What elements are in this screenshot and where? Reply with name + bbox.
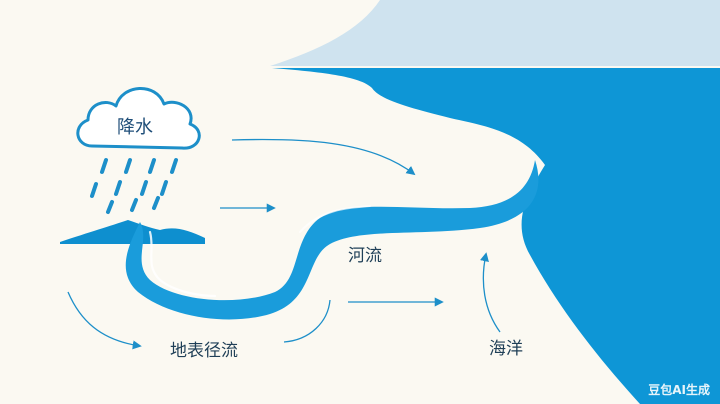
- ocean-shape: [272, 68, 720, 404]
- label-river-flow: 河流: [348, 246, 382, 266]
- label-ocean: 海洋: [489, 339, 523, 359]
- arrow-ocean-up: [480, 252, 501, 333]
- sky-shape: [270, 0, 720, 66]
- arrow-to-river-top: [231, 138, 416, 176]
- arrow-runoff-right: [283, 299, 331, 343]
- river-shape: [125, 160, 539, 320]
- label-surface-runoff: 地表径流: [170, 341, 238, 361]
- land-shape: [60, 220, 205, 244]
- cloud-icon: [76, 87, 201, 150]
- river-highlight-2: [299, 205, 371, 233]
- rain-drops: [90, 158, 178, 214]
- river-highlight: [148, 230, 217, 298]
- arrow-runoff-left: [67, 291, 142, 350]
- label-precipitation: 降水: [117, 117, 153, 138]
- watermark: 豆包AI生成: [648, 383, 710, 397]
